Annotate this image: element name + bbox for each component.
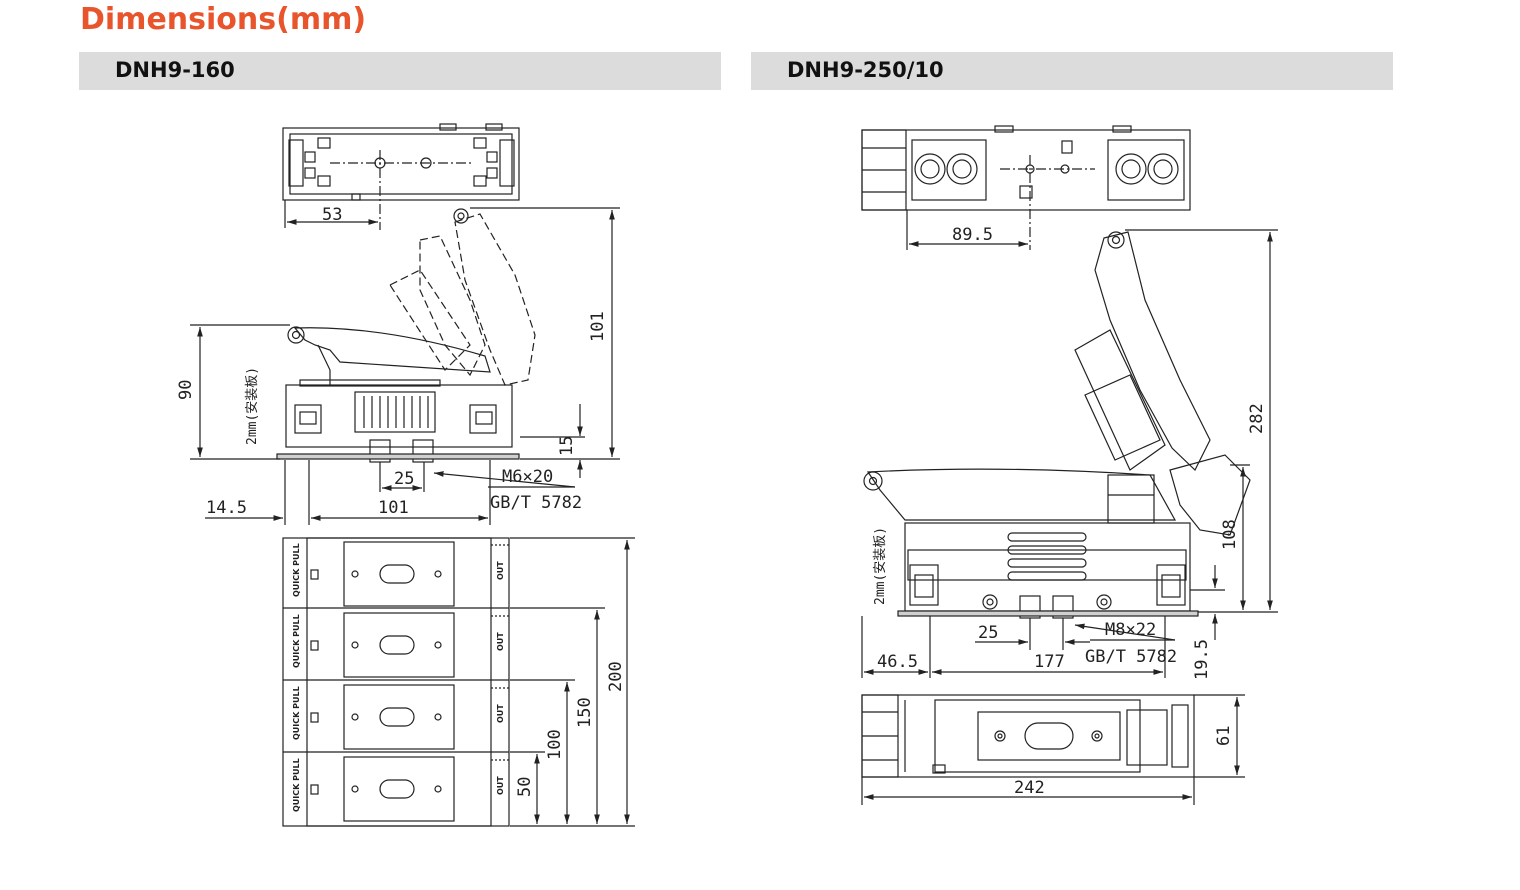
dnh9-250-labels: 89.5 282 2mm(安装板) 108 25 M8×22 46.5 177 … [873,225,1267,798]
dim-15: 15 [557,436,577,456]
mount-plate-label: 2mm(安装板) [873,527,888,605]
body-vents [363,396,429,428]
module-label-quick-pull: QUICK PULL [292,686,301,740]
top-view [861,125,1191,250]
dim-150: 150 [575,697,595,728]
dim-101-width: 101 [378,498,409,518]
model-name: DNH9-250/10 [787,58,944,82]
dim-50: 50 [515,777,535,797]
top-view [282,123,520,230]
dim-90: 90 [176,380,196,400]
module-label-quick-pull: QUICK PULL [292,614,301,668]
front-view [282,537,510,827]
bolt-spec: M6×20 [502,467,553,487]
dim-101-height: 101 [588,311,608,342]
dim-25: 25 [978,623,998,643]
dim-108: 108 [1220,519,1240,550]
bolt-standard: GB/T 5782 [490,493,582,513]
dim-177: 177 [1034,652,1065,672]
bolt-standard: GB/T 5782 [1085,647,1177,667]
module-label-quick-pull: QUICK PULL [292,758,301,812]
bolt-spec: M8×22 [1105,620,1156,640]
body-fins [1007,532,1087,581]
dim-14-5: 14.5 [206,498,247,518]
dnh9-160-labels: 53 101 90 2mm(安装板) 15 25 M6×20 GB/T 5782… [176,205,626,812]
dim-53: 53 [322,205,342,225]
dnh9-250-drawing [861,125,1278,805]
dnh9-160-drawing [190,123,635,827]
dim-242: 242 [1014,778,1045,798]
module-label-out: OUT [496,776,505,795]
dim-61: 61 [1214,726,1234,746]
dim-200: 200 [606,661,626,692]
model-header-dnh9-160: DNH9-160 [79,52,721,90]
module-label-quick-pull: QUICK PULL [292,543,301,597]
side-view [276,208,536,484]
side-view [863,231,1251,645]
page-title: Dimensions(mm) [80,2,367,37]
module-label-out: OUT [496,704,505,723]
model-header-dnh9-250-10: DNH9-250/10 [751,52,1393,90]
dim-282: 282 [1247,403,1267,434]
dim-46-5: 46.5 [877,652,918,672]
module-label-out: OUT [496,561,505,580]
dim-100: 100 [545,729,565,760]
bottom-view [861,694,1195,778]
dim-89-5: 89.5 [952,225,993,245]
dim-25: 25 [394,469,414,489]
dim-19-5: 19.5 [1192,639,1212,680]
model-name: DNH9-160 [115,58,235,82]
module-label-out: OUT [496,632,505,651]
mount-plate-label: 2mm(安装板) [245,367,260,445]
